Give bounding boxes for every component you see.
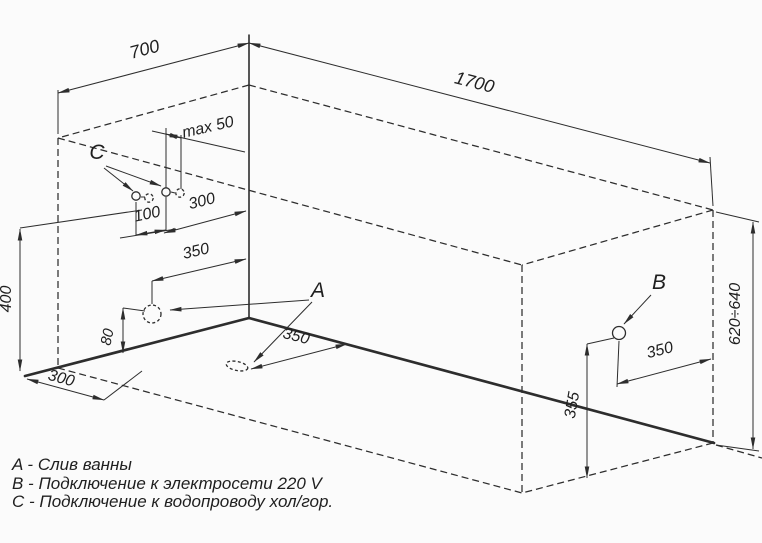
dimension-a-wall-height: 80 — [98, 307, 146, 354]
callout-b-label: B — [652, 271, 666, 294]
dimension-b-offset: 350 — [616, 339, 712, 388]
callout-c-water-supply: C — [89, 141, 185, 203]
dim-300-floor-label: 300 — [46, 367, 76, 390]
drain-wall-outlet-icon — [142, 304, 162, 324]
dimension-length: 1700 — [248, 42, 714, 207]
dim-355-label: 355 — [562, 391, 583, 420]
legend-line-b: B - Подключение к электросети 220 V — [12, 474, 324, 493]
dim-80-label: 80 — [98, 326, 118, 346]
dim-100-label: 100 — [132, 203, 162, 225]
rim-front-left-edge — [57, 84, 250, 139]
callout-c-label: C — [89, 141, 105, 164]
dim-max-50-label: max 50 — [181, 113, 236, 141]
rim-back-right-edge — [521, 209, 714, 266]
bottom-back-left-edge — [57, 367, 523, 494]
dimension-left-floor-offset: 300 — [26, 367, 143, 401]
dimension-c-spacing: 100 — [119, 203, 177, 239]
floor-edge-extension — [715, 444, 762, 459]
drain-floor-outlet-icon — [225, 360, 249, 372]
water-stub-icon — [144, 193, 154, 203]
dimension-a-floor-offset: 350 — [250, 325, 348, 370]
dim-350-floor-label: 350 — [281, 325, 311, 348]
water-stub-icon — [131, 191, 141, 201]
dim-620-640-label: 620÷640 — [727, 283, 744, 345]
legend-line-a: A - Слив ванны — [11, 455, 132, 474]
callout-a-label: A — [309, 279, 325, 302]
callout-b-electrical: B — [611, 271, 666, 341]
dim-700-label: 700 — [127, 36, 161, 63]
dim-400-label: 400 — [0, 286, 15, 313]
rim-back-left-edge — [57, 137, 523, 266]
dimension-b-height: 355 — [562, 337, 615, 479]
dimension-c-to-corner: 300 — [163, 190, 247, 234]
dim-350-wall-label: 350 — [181, 240, 211, 263]
water-stub-icon — [175, 188, 185, 198]
callout-a-drain: A — [142, 279, 325, 372]
electrical-outlet-icon — [611, 325, 627, 341]
dim-300-c-label: 300 — [187, 190, 217, 213]
bottom-back-right-edge — [521, 442, 714, 494]
water-stub-icon — [161, 187, 171, 197]
dim-1700-label: 1700 — [453, 67, 497, 96]
floor-right-edge — [247, 316, 716, 445]
dimension-overall-height: 620÷640 — [715, 211, 760, 452]
floor-left-edge — [23, 316, 251, 378]
dimension-left-height: 400 — [0, 209, 143, 372]
dimension-a-wall-offset: 350 — [151, 240, 247, 304]
legend-line-c: C - Подключение к водопроводу хол/гор. — [12, 492, 333, 511]
dim-350-b-label: 350 — [645, 339, 675, 362]
legend: A - Слив ванны B - Подключение к электро… — [11, 455, 333, 511]
